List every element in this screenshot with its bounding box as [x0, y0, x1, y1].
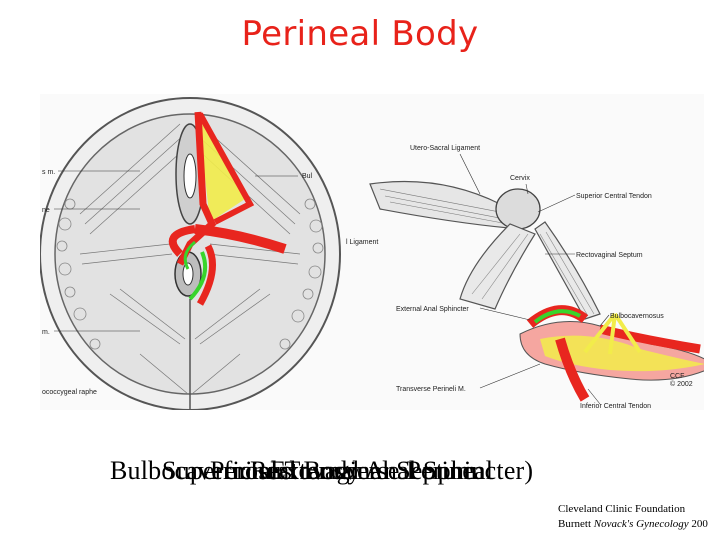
label-ccf-year: © 2002	[670, 380, 693, 388]
left-label-2: ne	[42, 207, 50, 214]
caption-perineal-body: Perineal Body	[210, 456, 361, 485]
image-credit: Cleveland Clinic Foundation Burnett Nova…	[558, 502, 720, 532]
credit-year: 200	[688, 518, 708, 530]
left-label-1: s m.	[42, 169, 55, 176]
label-rectovaginal: Rectovaginal Septum	[576, 252, 643, 259]
label-bulbocavernosus: Bulbocavernosus	[610, 313, 664, 320]
left-label-3: Bul	[302, 173, 313, 180]
label-ext-anal: External Anal Sphincter	[396, 306, 469, 313]
credit-line-1: Cleveland Clinic Foundation	[558, 503, 686, 515]
label-utero-sacral: Utero-Sacral Ligament	[410, 145, 480, 152]
overlapping-captions: Bulbocavernosus Superficial Transverse P…	[110, 456, 720, 496]
label-ccf: CCF	[670, 373, 684, 380]
label-cervix: Cervix	[510, 175, 530, 182]
caption-bulbocavernosus: Bulbocavernosus	[110, 456, 293, 485]
caption-rectovaginal-septum: Rectovaginal Septum	[250, 456, 477, 485]
label-transverse: Transverse Perineli M.	[396, 386, 466, 393]
anatomy-illustration: s m. ne Bul m. ococcygeal raphe	[40, 94, 704, 410]
label-inferior-tendon: Inferior Central Tendon	[580, 403, 651, 410]
pelvic-floor-drawing: s m. ne Bul m. ococcygeal raphe	[40, 97, 341, 410]
left-label-4: m.	[42, 329, 50, 336]
caption-external-anal-sphincter: External Anal Sphincter)	[270, 456, 534, 485]
credit-author: Burnett	[558, 518, 594, 530]
credit-line-2: Burnett Novack's Gynecology 200	[558, 517, 720, 532]
anatomy-svg: s m. ne Bul m. ococcygeal raphe	[40, 97, 704, 410]
label-ligament: l Ligament	[346, 239, 378, 246]
caption-superficial-transverse-perineal: Superficial Transverse Perineal	[162, 456, 494, 485]
lateral-view-drawing: Utero-Sacral Ligament Cervix Superior Ce…	[346, 145, 704, 410]
credit-book: Novack's Gynecology	[593, 518, 689, 530]
slide-title: Perineal Body	[241, 14, 479, 54]
label-superior-tendon: Superior Central Tendon	[576, 193, 652, 200]
left-label-5: ococcygeal raphe	[42, 389, 97, 396]
